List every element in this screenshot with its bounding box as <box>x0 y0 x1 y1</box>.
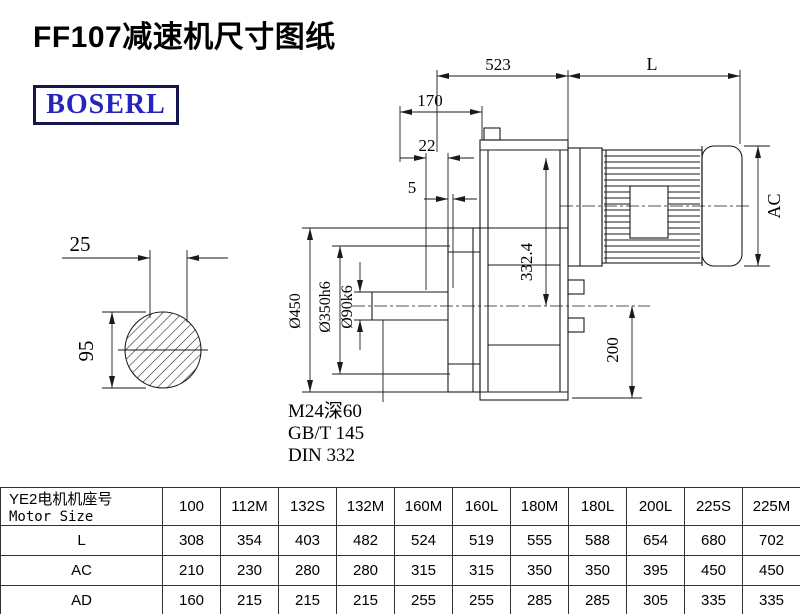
dim-95-label: 95 <box>74 341 98 362</box>
table-header-row: YE2电机机座号 Motor Size 100 112M 132S 132M 1… <box>0 487 800 526</box>
cell-AC-10: 450 <box>742 555 800 586</box>
col-header-200L: 200L <box>626 487 685 526</box>
table-row-AC: AC 210 230 280 280 315 315 350 350 395 4… <box>0 555 800 586</box>
motor-adapter <box>567 147 603 267</box>
cell-AD-10: 335 <box>742 585 800 614</box>
cell-L-7: 588 <box>568 525 627 556</box>
cell-L-1: 354 <box>220 525 279 556</box>
cell-AD-4: 255 <box>394 585 453 614</box>
cell-L-2: 403 <box>278 525 337 556</box>
dia-450-label: Ø450 <box>287 293 304 329</box>
motor-size-header-en: Motor Size <box>9 509 94 525</box>
cell-AD-5: 255 <box>452 585 511 614</box>
cell-AD-2: 215 <box>278 585 337 614</box>
row-label-AC: AC <box>0 555 163 586</box>
cell-L-5: 519 <box>452 525 511 556</box>
dim-332-label: 332.4 <box>517 242 536 281</box>
cell-AC-6: 350 <box>510 555 569 586</box>
cell-L-9: 680 <box>684 525 743 556</box>
motor-size-header-cell: YE2电机机座号 Motor Size <box>0 487 163 526</box>
page-title: FF107减速机尺寸图纸 <box>33 21 336 54</box>
cell-L-8: 654 <box>626 525 685 556</box>
motor-size-header-cn: YE2电机机座号 <box>9 491 113 508</box>
table-row-L: L 308 354 403 482 524 519 555 588 654 68… <box>0 525 800 556</box>
cell-AC-0: 210 <box>162 555 221 586</box>
cell-AC-7: 350 <box>568 555 627 586</box>
motor-size-table: YE2电机机座号 Motor Size 100 112M 132S 132M 1… <box>0 487 800 614</box>
cell-AC-8: 395 <box>626 555 685 586</box>
cell-L-3: 482 <box>336 525 395 556</box>
cell-L-6: 555 <box>510 525 569 556</box>
mounting-flange <box>447 227 481 393</box>
col-header-160M: 160M <box>394 487 453 526</box>
col-header-225S: 225S <box>684 487 743 526</box>
col-header-160L: 160L <box>452 487 511 526</box>
col-header-112M: 112M <box>220 487 279 526</box>
cell-L-10: 702 <box>742 525 800 556</box>
col-header-225M: 225M <box>742 487 800 526</box>
cell-AD-7: 285 <box>568 585 627 614</box>
col-header-180L: 180L <box>568 487 627 526</box>
cell-AD-1: 215 <box>220 585 279 614</box>
boserl-logo-text: BOSERL <box>46 89 166 120</box>
cell-AD-8: 305 <box>626 585 685 614</box>
col-header-132M: 132M <box>336 487 395 526</box>
dim-170-label: 170 <box>417 91 443 110</box>
cell-AD-9: 335 <box>684 585 743 614</box>
cell-AD-0: 160 <box>162 585 221 614</box>
dim-L-label: L <box>647 54 658 74</box>
cell-AC-1: 230 <box>220 555 279 586</box>
dia-350-label: Ø350h6 <box>317 281 334 333</box>
dim-5-label: 5 <box>408 178 417 197</box>
cell-AD-3: 215 <box>336 585 395 614</box>
technical-drawing: 25 95 <box>62 54 784 466</box>
col-header-100: 100 <box>162 487 221 526</box>
cell-L-4: 524 <box>394 525 453 556</box>
table-row-AD: AD 160 215 215 215 255 255 285 285 305 3… <box>0 585 800 614</box>
cell-AC-4: 315 <box>394 555 453 586</box>
cell-AC-2: 280 <box>278 555 337 586</box>
motor-nameplate <box>629 185 669 239</box>
dim-AC-label: AC <box>764 193 784 218</box>
note-m24: M24深60 <box>288 400 362 422</box>
dim-523-label: 523 <box>485 55 511 74</box>
col-header-132S: 132S <box>278 487 337 526</box>
row-label-L: L <box>0 525 163 556</box>
dim-22-label: 22 <box>419 136 436 155</box>
col-header-180M: 180M <box>510 487 569 526</box>
motor <box>560 145 750 267</box>
dimensions: 523 L 170 22 5 332.4 <box>287 54 784 466</box>
cell-AD-6: 285 <box>510 585 569 614</box>
note-gbt: GB/T 145 <box>288 423 364 444</box>
row-label-AD: AD <box>0 585 163 614</box>
note-din: DIN 332 <box>288 445 355 466</box>
dim-200-label: 200 <box>603 337 622 363</box>
dia-90-label: Ø90k6 <box>339 285 356 329</box>
cell-AC-5: 315 <box>452 555 511 586</box>
cell-AC-9: 450 <box>684 555 743 586</box>
dim-25-label: 25 <box>70 232 91 256</box>
shaft-section-view: 25 95 <box>62 232 228 389</box>
cell-AC-3: 280 <box>336 555 395 586</box>
cell-L-0: 308 <box>162 525 221 556</box>
boserl-logo: BOSERL <box>33 85 179 125</box>
